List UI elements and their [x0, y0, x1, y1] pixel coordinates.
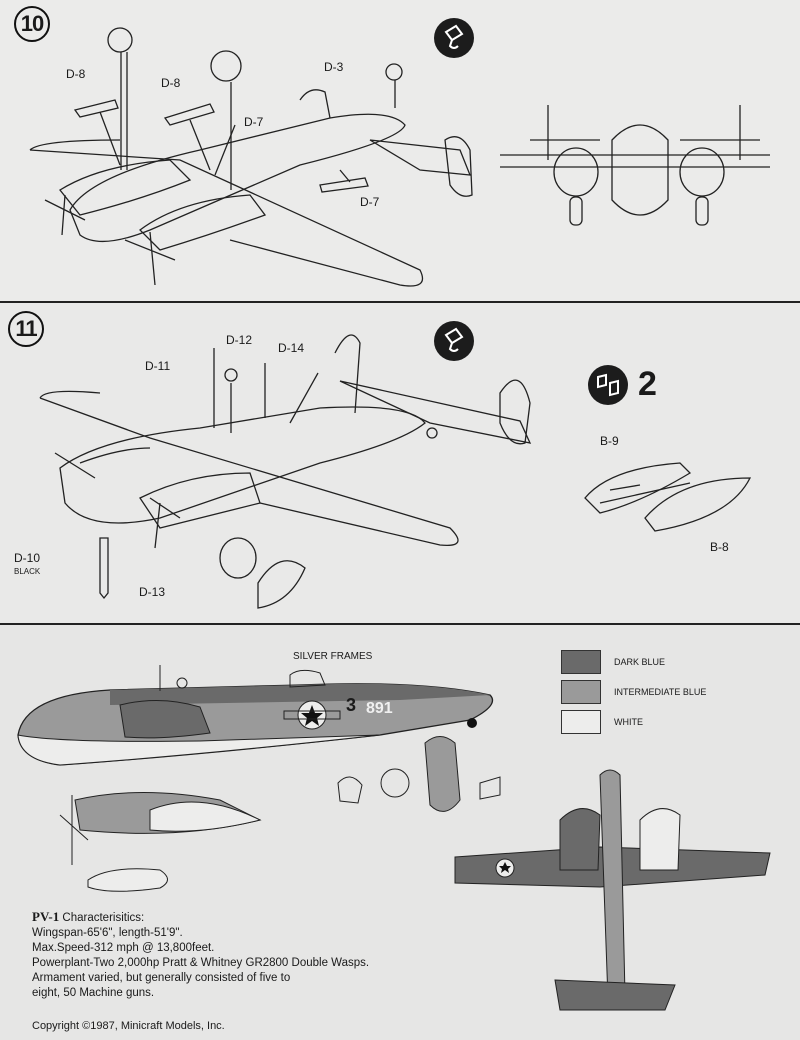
- step-10-panel: 10: [0, 0, 800, 303]
- step-11-panel: 11 2 D-11 D-12 D-14: [0, 303, 800, 625]
- step-10-assembly-drawing: [29, 27, 770, 287]
- model-name: PV-1: [32, 909, 60, 924]
- white-swatch: [561, 710, 601, 734]
- spec-line: Armament varied, but generally consisted…: [32, 972, 291, 984]
- part-label: D-3: [324, 60, 344, 74]
- legend-label: WHITE: [614, 717, 643, 727]
- part-color-note: BLACK: [14, 567, 41, 576]
- spec-line: Powerplant-Two 2,000hp Pratt & Whitney G…: [32, 957, 370, 969]
- tail-code: 891: [366, 700, 393, 717]
- characteristics-block: PV-1 Characterisitics: Wingspan-65'6", l…: [32, 909, 452, 1001]
- spec-line: eight, 50 Machine guns.: [32, 987, 155, 999]
- characteristics-title: Characterisitics:: [62, 912, 145, 924]
- part-label: D-10: [14, 551, 41, 565]
- spec-line: Wingspan-65'6", length-51'9".: [32, 927, 183, 939]
- step-11-assembly-drawing: [39, 334, 752, 609]
- part-label: D-7: [244, 115, 264, 129]
- intermediate-blue-swatch: [561, 680, 601, 704]
- dark-blue-swatch: [561, 650, 601, 674]
- copyright: Copyright ©1987, Minicraft Models, Inc.: [32, 1020, 225, 1032]
- glue-icon: [434, 18, 474, 58]
- part-label: D-12: [226, 333, 253, 347]
- aircraft-number: 3: [346, 695, 357, 715]
- step-number: 11: [8, 311, 44, 347]
- part-label: D-11: [145, 359, 171, 373]
- marking-callout: SILVER FRAMES: [293, 651, 373, 662]
- substep-number: 2: [638, 365, 657, 403]
- part-label: D-13: [139, 585, 166, 599]
- part-label: D-14: [278, 341, 305, 355]
- part-label: B-9: [600, 434, 619, 448]
- part-label: D-8: [66, 67, 86, 81]
- markings-panel: SILVER FRAMES 3 891 DARK BLUE INTERMEDIA…: [0, 625, 800, 1040]
- legend-label: DARK BLUE: [614, 657, 666, 667]
- part-label: D-8: [161, 76, 181, 90]
- step-number: 10: [14, 6, 50, 42]
- spec-line: Max.Speed-312 mph @ 13,800feet.: [32, 942, 215, 954]
- painting-guide-drawing: [17, 665, 771, 1011]
- legend-label: INTERMEDIATE BLUE: [614, 687, 707, 697]
- subassembly-icon: [588, 365, 628, 405]
- part-label: B-8: [710, 540, 729, 554]
- part-label: D-7: [360, 195, 380, 209]
- glue-icon: [434, 321, 474, 361]
